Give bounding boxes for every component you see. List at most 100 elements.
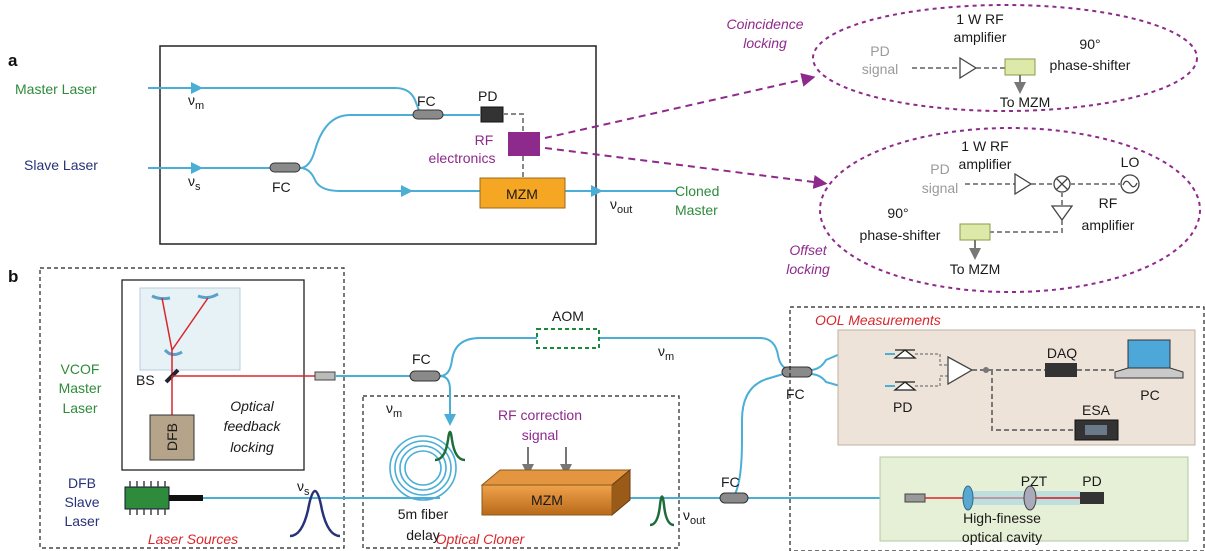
offset-rf-amp-line2: amplifier (1082, 217, 1135, 233)
pd-inputs (885, 353, 895, 387)
arrow-to-offset (544, 147, 828, 189)
fc-mid-label: FC (721, 474, 740, 490)
amp-to-esa-line (991, 370, 1075, 431)
mzm-box (479, 177, 566, 209)
rf-electronics-box (508, 132, 540, 156)
daq-label: DAQ (1047, 345, 1077, 361)
dfb-slave-line1: DFB (68, 475, 96, 491)
offset-amp-line1: 1 W RF (961, 138, 1008, 154)
output-spectrum (649, 495, 675, 527)
esa-screen (1085, 425, 1107, 435)
mzm-b-label: MZM (531, 492, 563, 508)
ool-fiber-upper (809, 353, 885, 371)
master-spectrum (434, 430, 466, 462)
offset-lo-label: LO (1121, 154, 1140, 170)
vcof-mirror2 (197, 292, 219, 300)
dfb-slave-line2: Slave (64, 494, 99, 510)
coincidence-amp-line1: 1 W RF (956, 11, 1003, 27)
laptop-base (1114, 367, 1184, 379)
fc-mid-to-ool-fiber (734, 371, 791, 495)
offset-title1: Offset (789, 242, 827, 258)
photodiode-upper (893, 349, 917, 359)
pd-to-amp-wires (915, 353, 948, 387)
collimator (314, 371, 336, 381)
optical-cloner-box (362, 395, 680, 549)
cavity-collimator (904, 493, 926, 503)
feedback-line3: locking (230, 439, 274, 455)
cavity-mirror-left (962, 485, 974, 511)
rf-label-line2: electronics (429, 150, 496, 166)
rf-label-line1: RF (475, 132, 494, 148)
coincidence-amp-line2: amplifier (954, 29, 1007, 45)
offset-title2: locking (786, 261, 830, 277)
panel-a-label: a (8, 51, 18, 70)
pd-detector (480, 106, 504, 123)
coincidence-ellipse (812, 4, 1198, 112)
feedback-line1: Optical (230, 398, 274, 414)
dfb-slave-line3: Laser (64, 513, 99, 529)
coincidence-title2: locking (743, 35, 787, 51)
rf-correction-line1: RF correction (498, 407, 582, 423)
arrow-to-coincidence (544, 73, 816, 139)
offset-pd-line1: PD (930, 161, 949, 177)
offset-rf-amp-triangle (1050, 205, 1074, 222)
slave-laser-label: Slave Laser (24, 157, 98, 173)
master-fiber (148, 87, 421, 114)
nu-s-b-label: νs (297, 478, 310, 498)
pc-label: PC (1140, 387, 1159, 403)
offset-pd-line2: signal (922, 180, 959, 196)
signal-split-node (983, 367, 989, 373)
cloned-line2: Master (675, 202, 718, 218)
pd-label: PD (478, 88, 497, 104)
slave-upper-branch (299, 114, 415, 169)
vcof-line2: Master (59, 380, 102, 396)
diff-amplifier-icon (947, 355, 974, 386)
dfb-slave-chip (124, 486, 170, 510)
nu-out-label: νout (610, 196, 632, 216)
fc-left-label: FC (412, 351, 431, 367)
nu-s-label: νs (188, 173, 201, 193)
rf-correction-line2: signal (522, 427, 559, 443)
vcof-line1: VCOF (61, 361, 100, 377)
offset-phase-shifter (959, 223, 991, 241)
esa-label: ESA (1082, 402, 1111, 418)
dfb-box (149, 414, 195, 461)
nu-m-label: νm (188, 92, 204, 112)
laser-sources-label: Laser Sources (148, 531, 238, 547)
mzm-bar-front (481, 484, 613, 516)
mzm-label: MZM (506, 186, 538, 202)
mixer-cross (1055, 177, 1069, 191)
fc-right-label: FC (786, 386, 805, 402)
offset-phase-line2: phase-shifter (860, 227, 941, 243)
fc-bottom-label: FC (272, 179, 291, 195)
vcof-mirror1 (151, 294, 171, 301)
oscillator-wave (1122, 180, 1138, 188)
fc-mid-coupler (719, 492, 749, 504)
master-laser-label: Master Laser (15, 81, 97, 97)
vcof-box (121, 279, 305, 471)
dfb-slave-pins (129, 481, 166, 515)
offset-rf-amp-line1: RF (1099, 195, 1118, 211)
pd-ool-label: PD (893, 399, 912, 415)
offset-amp-line2: amplifier (959, 156, 1012, 172)
bs-label: BS (136, 372, 155, 388)
feedback-line2: feedback (224, 418, 282, 434)
fc-right-coupler (781, 366, 813, 378)
coincidence-amp-triangle (959, 56, 978, 80)
fc-top-label: FC (417, 93, 436, 109)
fc-top-coupler (412, 109, 444, 120)
cavity-line1: High-finesse (963, 510, 1041, 526)
optical-cloner-label: Optical Cloner (436, 531, 526, 547)
fc-bottom-coupler (269, 162, 301, 173)
fiber-delay-line2: delay (406, 527, 439, 543)
cavity-pd (1080, 492, 1104, 504)
nu-out-b-label: νout (683, 507, 705, 527)
daq-device (1045, 363, 1077, 377)
slave-lower-branch (299, 167, 480, 192)
offset-to-mzm: To MZM (950, 261, 1001, 277)
photodiode-lower (893, 381, 917, 391)
coincidence-pd-line2: signal (862, 61, 899, 77)
cavity-line2: optical cavity (962, 529, 1042, 545)
fiber-delay-line1: 5m fiber (398, 506, 449, 522)
cavity-pd-label: PD (1082, 473, 1101, 489)
